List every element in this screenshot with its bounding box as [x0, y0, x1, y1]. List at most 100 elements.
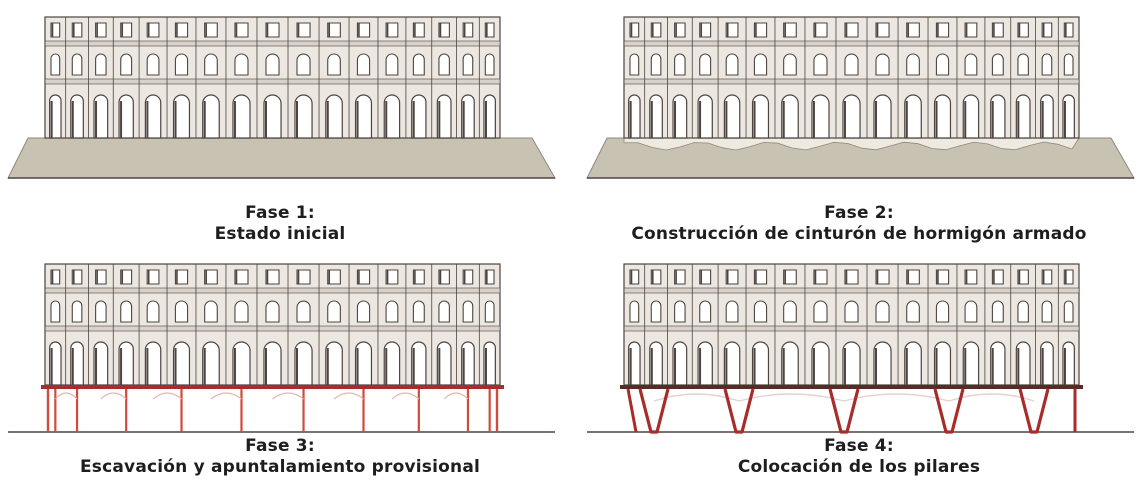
- ground-arch: [649, 94, 663, 139]
- middle-arch-window: [1041, 300, 1053, 323]
- ground-arch: [933, 341, 952, 386]
- middle-arch-window: [234, 53, 249, 76]
- top-window: [356, 269, 371, 285]
- ground-arch: [144, 341, 162, 386]
- middle-arch-window: [1063, 53, 1074, 76]
- top-window: [753, 269, 768, 285]
- concrete-belt: [623, 137, 1080, 151]
- middle-arch-window: [95, 300, 107, 323]
- middle-arch-window: [327, 300, 341, 323]
- ground-arch: [325, 94, 343, 139]
- ground-arch: [144, 94, 162, 139]
- top-window: [935, 269, 950, 285]
- phase-3-subtitle: Escavación y apuntalamiento provisional: [79, 457, 481, 477]
- building-facade: [623, 263, 1080, 386]
- middle-arch-window: [964, 53, 978, 76]
- ground-arch: [723, 341, 741, 386]
- middle-arch-window: [146, 53, 160, 76]
- ground-arch: [990, 341, 1006, 386]
- v-pillar: [638, 388, 670, 434]
- middle-arch-window: [699, 300, 712, 323]
- relief-arch: [738, 393, 845, 402]
- middle-arch-window: [71, 53, 83, 76]
- top-window: [462, 22, 474, 38]
- middle-arch-window: [813, 53, 828, 76]
- ground-arch: [461, 94, 475, 139]
- top-window: [385, 269, 399, 285]
- shoring-brace: [272, 392, 304, 400]
- ground-arch: [649, 341, 663, 386]
- ground-arch: [933, 94, 952, 139]
- top-window: [120, 22, 133, 38]
- top-window: [674, 269, 686, 285]
- phase-2-caption: Fase 2: Construcción de cinturón de horm…: [579, 203, 1139, 245]
- phase-1-title: Fase 1:: [245, 203, 315, 223]
- ground-arch: [383, 94, 401, 139]
- ground-arch: [873, 94, 892, 139]
- top-window: [95, 22, 107, 38]
- ground-arch: [962, 341, 980, 386]
- ground-arch: [1015, 94, 1031, 139]
- ground-arch: [411, 94, 427, 139]
- middle-arch-window: [356, 300, 371, 323]
- middle-arch-window: [991, 300, 1004, 323]
- middle-arch-window: [265, 300, 280, 323]
- ground-arch: [436, 94, 452, 139]
- middle-arch-window: [120, 300, 133, 323]
- middle-arch-window: [356, 53, 371, 76]
- building-facade: [623, 16, 1080, 139]
- ground-arch: [751, 341, 770, 386]
- middle-arch-window: [438, 300, 450, 323]
- phase-4-title: Fase 4:: [824, 436, 894, 456]
- middle-arch-window: [1063, 300, 1074, 323]
- top-window: [674, 22, 686, 38]
- ground-slab: [7, 137, 556, 179]
- middle-arch-window: [174, 53, 189, 76]
- ground-arch: [325, 341, 343, 386]
- top-window: [146, 269, 160, 285]
- top-window: [844, 22, 859, 38]
- middle-arch-window: [484, 53, 495, 76]
- middle-arch-window: [1041, 53, 1053, 76]
- middle-arch-window: [783, 300, 797, 323]
- middle-arch-window: [438, 53, 450, 76]
- middle-arch-window: [906, 300, 920, 323]
- middle-arch-window: [265, 53, 280, 76]
- middle-arch-window: [629, 300, 640, 323]
- top-window: [875, 22, 890, 38]
- top-window: [964, 269, 978, 285]
- reinforced-belt: [620, 385, 1083, 389]
- ground-arch: [672, 341, 688, 386]
- ground-arch: [811, 94, 830, 139]
- shoring-brace: [443, 392, 469, 400]
- ground-arch: [990, 94, 1006, 139]
- ground-arch: [118, 341, 134, 386]
- middle-arch-window: [650, 53, 662, 76]
- top-window: [327, 269, 341, 285]
- relief-arch: [653, 393, 740, 402]
- ground-arch: [70, 341, 84, 386]
- middle-arch-window: [385, 300, 399, 323]
- top-window: [699, 269, 712, 285]
- top-window: [964, 22, 978, 38]
- top-window: [699, 22, 712, 38]
- building-facade: [44, 16, 501, 139]
- phase-2-building-drawing: [586, 16, 1135, 179]
- middle-arch-window: [906, 53, 920, 76]
- top-window: [1017, 269, 1029, 285]
- ground-arch: [263, 94, 282, 139]
- top-window: [120, 269, 133, 285]
- phase-3-panel: Fase 3: Escavación y apuntalamiento prov…: [0, 256, 560, 490]
- top-window: [327, 22, 341, 38]
- middle-arch-window: [935, 300, 950, 323]
- ground-arch: [172, 94, 191, 139]
- top-window: [265, 22, 280, 38]
- middle-arch-window: [50, 300, 61, 323]
- top-window: [1041, 22, 1053, 38]
- top-window: [1041, 269, 1053, 285]
- middle-arch-window: [412, 300, 425, 323]
- top-window: [725, 269, 739, 285]
- middle-arch-window: [813, 300, 828, 323]
- phase-2-title: Fase 2:: [824, 203, 894, 223]
